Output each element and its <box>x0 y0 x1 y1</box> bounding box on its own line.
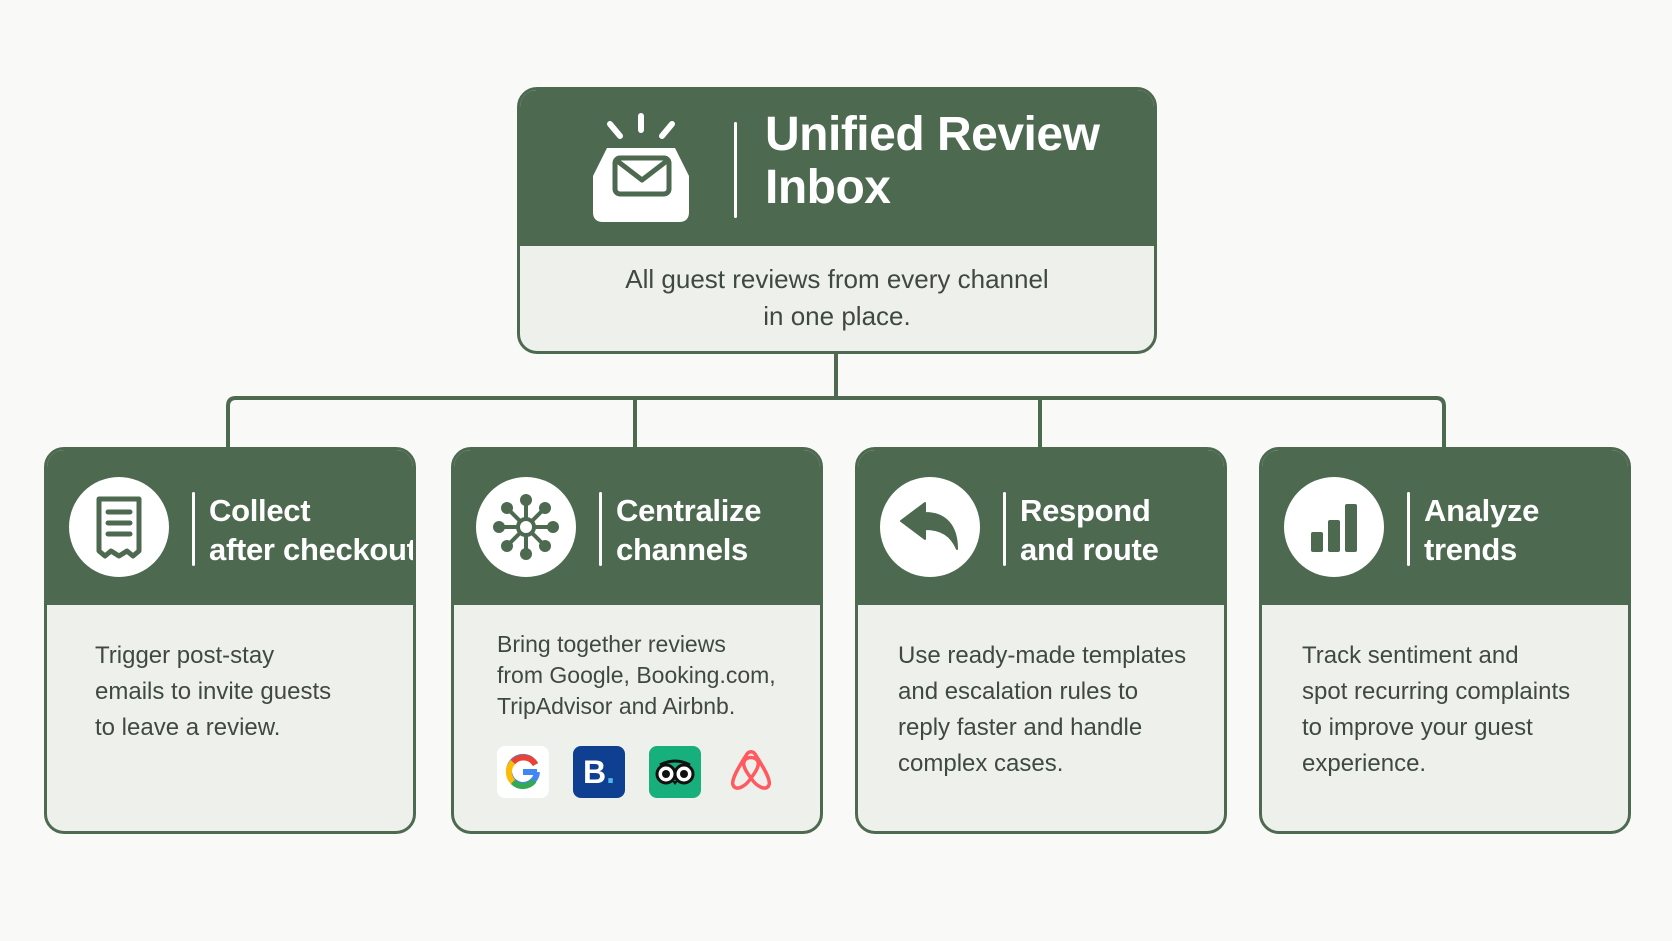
centralize-card: Centralize channels Bring together revie… <box>451 447 823 834</box>
unified-inbox-header: Unified Review Inbox <box>520 90 1154 246</box>
tripadvisor-logo-icon <box>649 746 701 798</box>
description-line: to leave a review. <box>95 714 281 741</box>
title-line: Centralize <box>616 493 762 528</box>
centralize-title: Centralize channels <box>616 491 761 569</box>
analyze-header: Analyze trends <box>1262 450 1628 605</box>
analyze-title: Analyze trends <box>1424 491 1539 569</box>
airbnb-logo-icon <box>725 746 777 798</box>
description-line: emails to invite guests <box>95 678 332 705</box>
collect-card: Collect after checkout Trigger post-stay… <box>44 447 416 834</box>
header-divider <box>599 492 602 566</box>
header-divider <box>192 492 195 566</box>
inbox-mail-icon <box>593 113 689 222</box>
header-divider <box>734 122 737 218</box>
description-line: from Google, Booking.com, <box>497 662 776 688</box>
analyze-description: Track sentiment and spot recurring compl… <box>1262 605 1628 782</box>
reply-arrow-icon <box>900 502 958 550</box>
respond-card: Respond and route Use ready-made templat… <box>855 447 1227 834</box>
description-line: to improve your guest <box>1302 714 1533 741</box>
centralize-description: Bring together reviews from Google, Book… <box>454 605 820 798</box>
title-line: channels <box>616 532 748 567</box>
title-line: Unified Review <box>765 108 1100 161</box>
respond-title: Respond and route <box>1020 491 1159 569</box>
description-line: spot recurring complaints <box>1302 678 1571 705</box>
respond-description: Use ready-made templates and escalation … <box>858 605 1224 782</box>
title-line: and route <box>1020 532 1159 567</box>
collect-title: Collect after checkout <box>209 491 416 569</box>
hub-network-icon <box>493 494 559 560</box>
analyze-card: Analyze trends Track sentiment and spot … <box>1259 447 1631 834</box>
description-line: All guest reviews from every channel <box>625 264 1049 294</box>
title-line: after checkout <box>209 532 416 567</box>
unified-inbox-description: All guest reviews from every channel in … <box>520 246 1154 335</box>
google-logo-icon <box>497 746 549 798</box>
title-line: Analyze <box>1424 493 1540 528</box>
description-line: TripAdvisor and Airbnb. <box>497 693 736 719</box>
collect-description: Trigger post-stay emails to invite guest… <box>47 605 413 746</box>
description-line: Bring together reviews <box>497 631 726 657</box>
receipt-icon <box>96 496 142 559</box>
description-line: Trigger post-stay <box>95 642 275 669</box>
booking-logo-icon: B. <box>573 746 625 798</box>
centralize-header: Centralize channels <box>454 450 820 605</box>
bar-chart-icon <box>1311 504 1357 552</box>
title-line: Respond <box>1020 493 1151 528</box>
unified-inbox-title: Unified Review Inbox <box>765 108 1100 214</box>
description-line: experience. <box>1302 750 1427 777</box>
channel-logos: B. <box>497 746 800 798</box>
description-line: reply faster and handle <box>898 714 1143 741</box>
header-divider <box>1407 492 1410 566</box>
centralize-icon-circle <box>476 477 576 577</box>
description-line: complex cases. <box>898 750 1064 777</box>
respond-icon-circle <box>880 477 980 577</box>
analyze-icon-circle <box>1284 477 1384 577</box>
title-line: Collect <box>209 493 311 528</box>
description-line: Track sentiment and <box>1302 642 1519 669</box>
description-line: Use ready-made templates <box>898 642 1187 669</box>
collect-icon-circle <box>69 477 169 577</box>
title-line: Inbox <box>765 161 891 214</box>
description-line: and escalation rules to <box>898 678 1139 705</box>
booking-dot: . <box>606 753 615 790</box>
title-line: trends <box>1424 532 1517 567</box>
collect-header: Collect after checkout <box>47 450 413 605</box>
description-line: in one place. <box>763 301 911 331</box>
unified-inbox-card: Unified Review Inbox All guest reviews f… <box>517 87 1157 354</box>
booking-letter: B <box>583 753 607 790</box>
respond-header: Respond and route <box>858 450 1224 605</box>
header-divider <box>1003 492 1006 566</box>
